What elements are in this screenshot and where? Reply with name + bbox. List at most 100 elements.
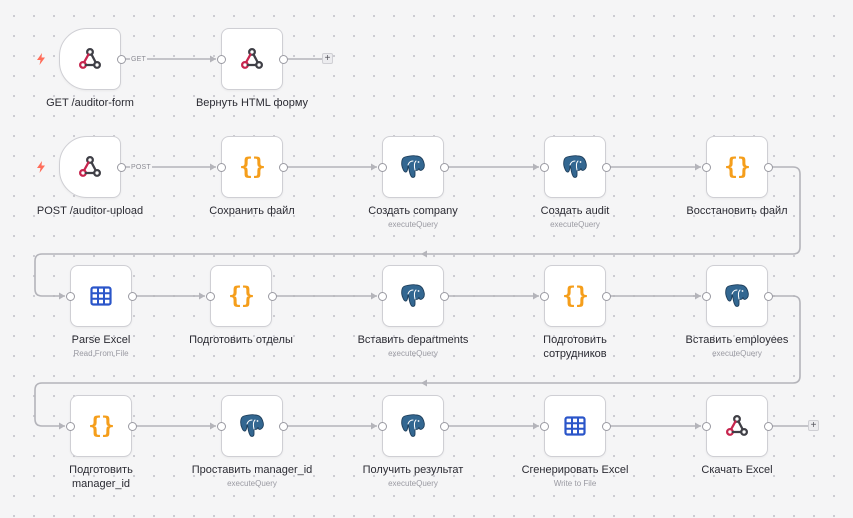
output-port[interactable] [439,291,449,301]
webhook-icon [239,46,265,72]
node-label: GET /auditor-form [46,97,134,109]
node-generate-excel[interactable] [544,395,606,457]
output-port[interactable] [116,162,126,172]
node-subtitle: executeQuery [388,479,438,488]
node-subtitle: executeQuery [227,479,277,488]
input-port[interactable] [216,54,226,64]
postgres-elephant-icon [723,282,751,310]
output-port[interactable] [601,421,611,431]
output-port[interactable] [116,54,126,64]
node-subtitle: executeQuery [712,349,762,358]
input-port[interactable] [216,421,226,431]
output-port[interactable] [278,162,288,172]
input-port[interactable] [701,291,711,301]
arrow-head [695,292,701,300]
node-label: Скачать Excel [701,464,773,476]
trigger-bolt-icon [37,161,45,173]
node-restore-file[interactable]: {} [706,136,768,198]
postgres-elephant-icon [399,153,427,181]
output-port[interactable] [127,291,137,301]
node-label: Создать company [368,205,458,217]
input-port[interactable] [701,421,711,431]
connection-line[interactable] [34,295,801,427]
arrow-head [59,292,65,300]
connection-line[interactable] [34,166,801,297]
spreadsheet-icon [89,284,113,308]
input-port[interactable] [539,291,549,301]
node-prepare-manager-id[interactable]: {} [70,395,132,457]
output-port[interactable] [267,291,277,301]
input-port[interactable] [539,162,549,172]
code-braces-icon: {} [88,413,115,439]
node-label: Подготовить manager_id [69,464,133,490]
node-label: Сгенерировать Excel [521,464,629,476]
output-port[interactable] [763,162,773,172]
code-braces-icon: {} [239,154,266,180]
node-subtitle: executeQuery [550,220,600,229]
output-port[interactable] [278,421,288,431]
output-port[interactable] [763,291,773,301]
input-port[interactable] [216,162,226,172]
postgres-elephant-icon [561,153,589,181]
node-insert-departments[interactable] [382,265,444,327]
node-subtitle: executeQuery [388,220,438,229]
node-create-company[interactable] [382,136,444,198]
node-prepare-employees[interactable]: {} [544,265,606,327]
node-label: Восстановить файл [686,205,788,217]
output-port[interactable] [278,54,288,64]
output-port[interactable] [763,421,773,431]
output-port[interactable] [601,291,611,301]
code-braces-icon: {} [724,154,751,180]
webhook-icon [77,46,103,72]
arrow-head [421,379,427,387]
input-port[interactable] [377,291,387,301]
output-port[interactable] [601,162,611,172]
input-port[interactable] [65,291,75,301]
node-download-excel[interactable] [706,395,768,457]
node-parse-excel[interactable] [70,265,132,327]
arrow-head [533,292,539,300]
arrow-head [371,292,377,300]
postgres-elephant-icon [399,412,427,440]
input-port[interactable] [205,291,215,301]
input-port[interactable] [539,421,549,431]
trigger-bolt-icon [37,53,45,65]
node-prepare-departments[interactable]: {} [210,265,272,327]
node-label: Подготовить сотрудников [543,334,607,360]
webhook-icon [724,413,750,439]
node-get-webhook[interactable] [59,28,121,90]
input-port[interactable] [701,162,711,172]
node-create-audit[interactable] [544,136,606,198]
arrow-head [59,422,65,430]
output-port[interactable] [127,421,137,431]
node-get-result[interactable] [382,395,444,457]
add-node-button[interactable]: + [322,53,333,64]
arrow-head [210,422,216,430]
node-set-manager-id[interactable] [221,395,283,457]
input-port[interactable] [377,162,387,172]
arrow-head [199,292,205,300]
arrow-head [371,422,377,430]
node-label: Подготовить отделы [189,334,293,346]
postgres-elephant-icon [238,412,266,440]
arrow-head [533,422,539,430]
node-insert-employees[interactable] [706,265,768,327]
node-subtitle: Read From File [73,349,129,358]
node-label: Проставить manager_id [191,464,313,476]
node-label: Создать audit [540,205,610,217]
node-save-file[interactable]: {} [221,136,283,198]
add-node-button[interactable]: + [808,420,819,431]
node-label: Вернуть HTML форму [195,97,309,109]
node-return-html[interactable] [221,28,283,90]
node-post-webhook[interactable] [59,136,121,198]
input-port[interactable] [377,421,387,431]
node-label: Сохранить файл [209,205,295,217]
arrow-head [695,163,701,171]
output-port[interactable] [439,162,449,172]
input-port[interactable] [65,421,75,431]
code-braces-icon: {} [562,283,589,309]
node-subtitle: executeQuery [388,349,438,358]
output-port[interactable] [439,421,449,431]
